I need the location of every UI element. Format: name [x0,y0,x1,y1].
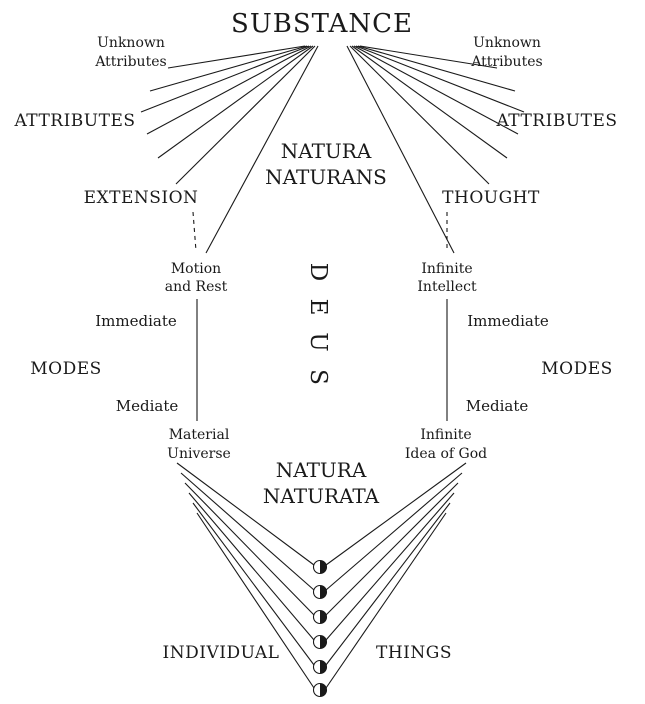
fan-line [359,45,498,69]
individual-things-fan-left [176,462,315,689]
extension-label: EXTENSION [84,188,199,208]
fan-line [140,45,310,113]
unknown-attributes-left-label-line2: Attributes [94,54,166,70]
fan-line [355,45,525,113]
individual-label: INDIVIDUAL [163,643,280,663]
fan-line [176,462,315,566]
half-filled-circle-icon [312,634,328,650]
fan-line [205,45,319,254]
fan-line [175,45,316,185]
substance-label: SUBSTANCE [231,9,413,39]
mediate-left-label: Mediate [116,397,179,415]
individual-things-fan-right [325,462,467,689]
motion-and-rest-label-line2: and Rest [165,279,228,295]
deus-letter-d: D [305,263,331,281]
unknown-attributes-left-label-line1: Unknown [97,35,165,51]
material-universe-label-line1: Material [169,427,230,443]
immediate-right-label: Immediate [467,312,549,330]
substance-fan-right [346,45,525,254]
fan-line [325,502,451,666]
fan-line [146,45,312,135]
mediate-right-label: Mediate [466,397,529,415]
material-universe-label-line2: Universe [167,446,231,462]
deus-letter-e: E [305,299,331,316]
fan-line [346,45,455,254]
individual-thing-nodes [312,559,328,698]
unknown-attributes-right-label-line1: Unknown [473,35,541,51]
fan-line [157,45,314,159]
infinite-intellect-label-line2: Intellect [417,279,477,295]
fan-line [325,472,463,591]
fan-line [357,45,516,92]
natura-naturata-label-line1: NATURA [276,458,367,482]
attributes-left-label: ATTRIBUTES [13,111,135,131]
natura-naturata-label-line2: NATURATA [263,484,380,508]
half-filled-circle-icon [312,682,328,698]
modes-left-label: MODES [30,359,102,379]
deus-letter-s: S [305,369,331,385]
fan-line [149,45,308,92]
fan-line [325,512,447,689]
infinite-idea-of-god-label-line1: Infinite [420,427,471,443]
fan-line [196,512,315,689]
thought-label: THOUGHT [442,188,540,208]
deus-vertical-label: D E U S [305,263,331,385]
fan-line [192,502,315,666]
immediate-left-label: Immediate [95,312,177,330]
extension-dashed-link [192,211,197,252]
half-filled-circle-icon [312,559,328,575]
motion-and-rest-label-line1: Motion [171,261,221,277]
deus-letter-u: U [305,332,331,351]
fan-line [353,45,519,135]
fan-line [325,462,467,566]
fan-line [325,482,459,616]
fan-line [180,472,315,591]
fan-line [167,45,306,69]
infinite-idea-of-god-label-line2: Idea of God [405,446,487,462]
half-filled-circle-icon [312,609,328,625]
things-label: THINGS [376,643,452,663]
modes-right-label: MODES [541,359,613,379]
fan-line [188,492,315,641]
infinite-intellect-label-line1: Infinite [421,261,472,277]
natura-naturans-label-line2: NATURANS [265,165,387,189]
fan-line [349,45,490,185]
fan-line [351,45,508,159]
attributes-right-label: ATTRIBUTES [495,111,617,131]
fan-line [325,492,455,641]
fan-line [184,482,315,616]
half-filled-circle-icon [312,584,328,600]
substance-fan-left [140,45,319,254]
half-filled-circle-icon [312,659,328,675]
unknown-attributes-right-label-line2: Attributes [470,54,542,70]
natura-naturans-label-line1: NATURA [281,139,372,163]
